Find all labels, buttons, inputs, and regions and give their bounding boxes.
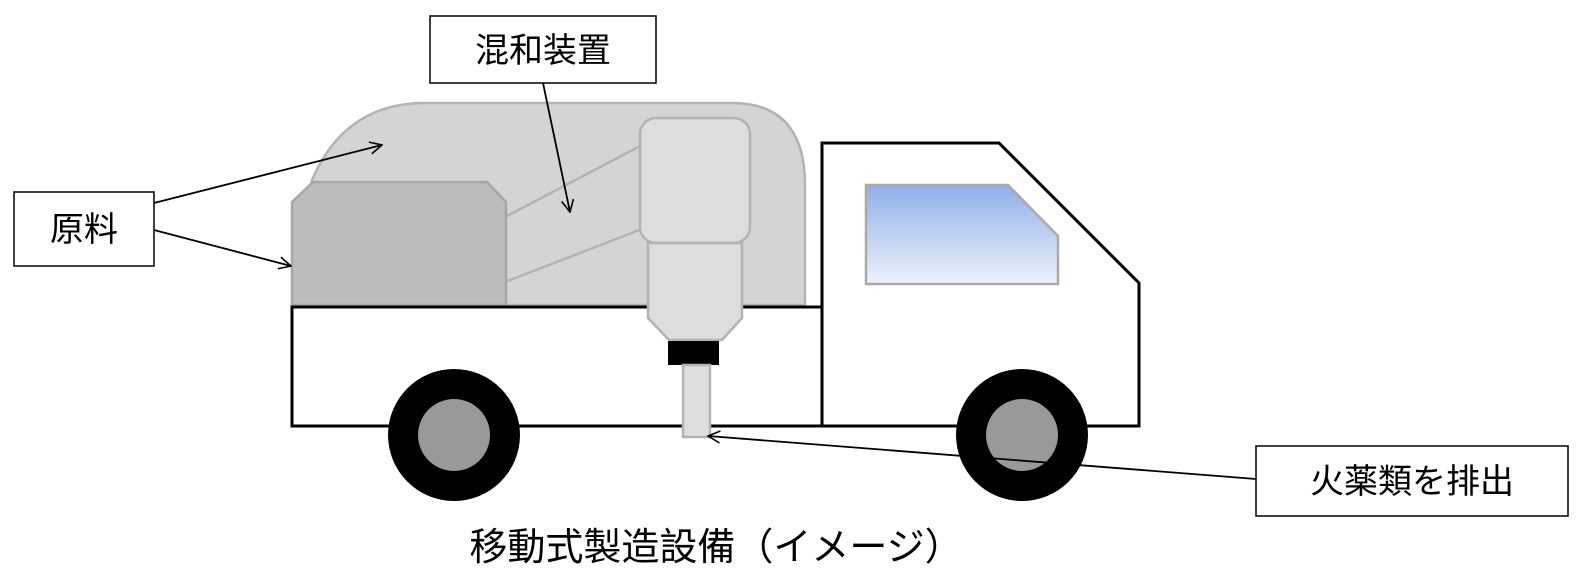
front-hub	[986, 399, 1058, 471]
materials-label: 原料	[50, 210, 118, 250]
discharge-label-box	[1255, 445, 1569, 517]
mixer-column-funnel	[646, 241, 744, 342]
arrow-materials-hopper	[153, 229, 291, 266]
mixer-label-box	[429, 15, 657, 84]
arrow-mixer	[542, 82, 570, 212]
arrow-discharge	[708, 436, 1257, 480]
arrow-materials-tank	[153, 145, 382, 204]
discharge-label: 火薬類を排出	[1310, 462, 1514, 502]
materials-label-box	[13, 191, 155, 267]
cab-window	[864, 183, 1060, 286]
rear-hub	[418, 399, 490, 471]
mixer-column-upper	[638, 116, 752, 245]
screw-line-upper	[504, 143, 643, 219]
material-hopper	[290, 180, 508, 307]
diagram-caption: 移動式製造設備（イメージ）	[469, 525, 962, 569]
nozzle-block	[668, 341, 719, 365]
discharge-pipe	[681, 363, 712, 439]
mixer-label: 混和装置	[475, 31, 611, 71]
truck-bed	[290, 305, 824, 428]
screw-line-lower	[504, 227, 643, 284]
